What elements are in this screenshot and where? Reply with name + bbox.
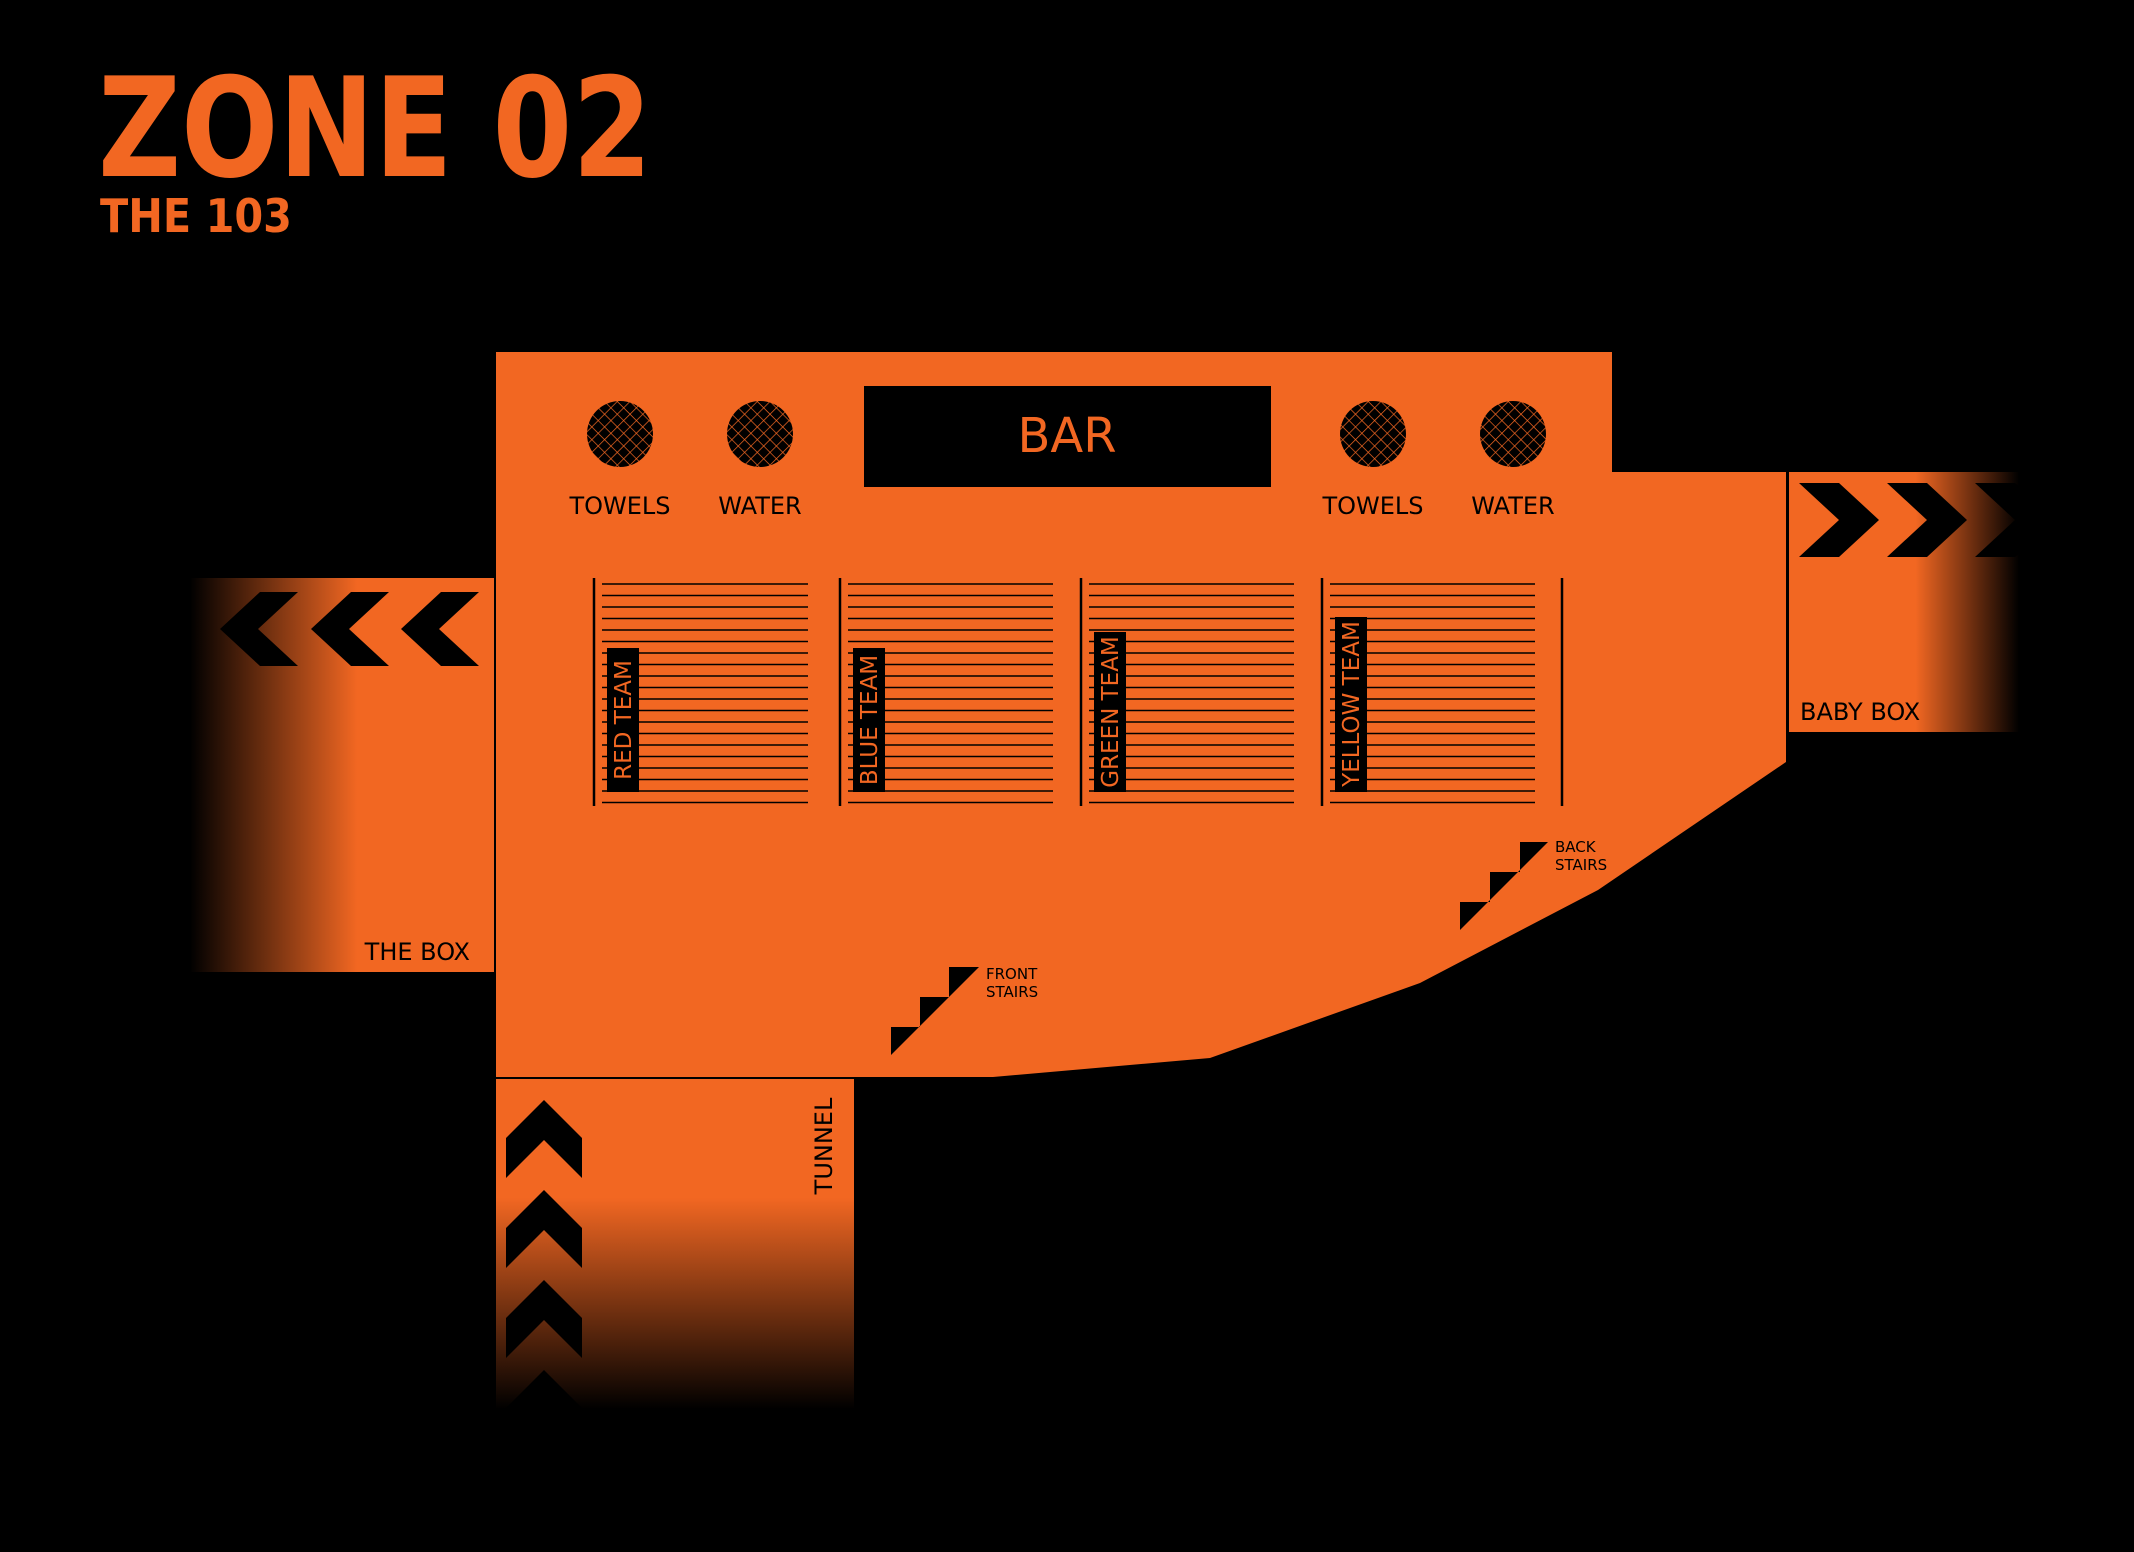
right-edge-mask [2019, 460, 2134, 740]
station-label: WATER [1471, 492, 1554, 520]
water-icon [1480, 401, 1546, 467]
team-label: RED TEAM [611, 660, 637, 780]
baby-box-area [1789, 472, 2019, 732]
towels-icon [1340, 401, 1406, 467]
baby-box-label: BABY BOX [1800, 698, 1920, 726]
team-label: YELLOW TEAM [1339, 621, 1365, 788]
team-tag-red: RED TEAM [607, 648, 639, 792]
bar-label: BAR [1017, 408, 1116, 464]
station-label: TOWELS [1321, 492, 1423, 520]
front-stairs-label: FRONT STAIRS [986, 965, 1042, 1001]
water-icon [727, 401, 793, 467]
up-chevrons [506, 1100, 582, 1448]
back-stairs-label: BACK STAIRS [1555, 838, 1607, 874]
back-stairs-icon [1460, 842, 1548, 930]
team-tag-green: GREEN TEAM [1094, 632, 1126, 792]
team-label: BLUE TEAM [857, 655, 883, 785]
team-dividers [592, 578, 1564, 806]
front-stairs-icon [891, 967, 979, 1055]
station-labels: TOWELS WATER TOWELS WATER [568, 492, 1554, 520]
station-label: WATER [718, 492, 801, 520]
towels-icon [587, 401, 653, 467]
station-icons [587, 401, 1546, 467]
tunnel-label: TUNNEL [810, 1097, 838, 1195]
station-label: TOWELS [568, 492, 670, 520]
team-tag-blue: BLUE TEAM [853, 648, 885, 792]
left-chevrons [220, 592, 479, 666]
bar-counter [864, 386, 1271, 487]
the-box-label: THE BOX [364, 938, 470, 966]
main-floor [496, 352, 1786, 1077]
page-title: ZONE 02 [98, 48, 652, 209]
page-subtitle: THE 103 [100, 189, 292, 243]
team-label: GREEN TEAM [1098, 636, 1124, 788]
team-tag-yellow: YELLOW TEAM [1335, 617, 1367, 792]
